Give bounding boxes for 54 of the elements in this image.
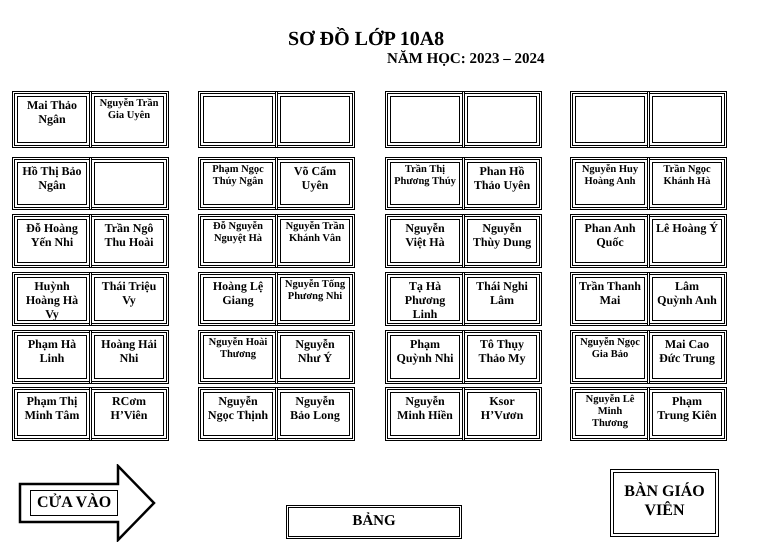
empty-seat: [464, 93, 540, 146]
subtitle: NĂM HỌC: 2023 – 2024: [387, 51, 544, 68]
student-seat: Nguyễn Tống Phương Nhi: [277, 274, 353, 324]
student-seat: Hoàng Hải Nhi: [91, 332, 167, 382]
student-seat: Nguyễn Việt Hà: [387, 216, 463, 266]
student-seat: Phạm Thị Minh Tâm: [14, 389, 90, 439]
student-seat: Nguyễn Hoài Thương: [200, 332, 276, 382]
student-seat: Mai Cao Đức Trung: [649, 332, 725, 382]
student-seat: Nguyễn Trần Gia Uyên: [91, 93, 167, 146]
student-seat: Phạm Ngọc Thúy Ngân: [200, 159, 276, 208]
student-seat: Phạm Quỳnh Nhi: [387, 332, 463, 382]
student-seat: Lê Hoàng Ý: [649, 216, 725, 266]
student-seat: Phạm Hà Linh: [14, 332, 90, 382]
student-seat: Nguyễn Trần Khánh Vân: [277, 216, 353, 266]
board: BẢNG: [286, 505, 462, 539]
teacher-desk: BÀN GIÁO VIÊN: [610, 469, 719, 537]
student-seat: Nguyễn Minh Hiền: [387, 389, 463, 439]
empty-seat: [91, 159, 167, 208]
student-seat: Lâm Quỳnh Anh: [649, 274, 725, 324]
door-arrow: [18, 464, 158, 542]
student-seat: Huỳnh Hoàng Hà Vy: [14, 274, 90, 324]
student-seat: Trần Thị Phương Thúy: [387, 159, 463, 208]
door-label: CỬA VÀO: [30, 490, 118, 516]
student-seat: Nguyễn Thùy Dung: [464, 216, 540, 266]
student-seat: Nguyễn Huy Hoàng Anh: [572, 159, 648, 208]
student-seat: RCơm H’Viên: [91, 389, 167, 439]
student-seat: Đỗ Nguyễn Nguyệt Hà: [200, 216, 276, 266]
student-seat: Phạm Trung Kiên: [649, 389, 725, 439]
student-seat: Hồ Thị Bảo Ngân: [14, 159, 90, 208]
empty-seat: [387, 93, 463, 146]
student-seat: Nguyễn Lê Minh Thương: [572, 389, 648, 439]
student-seat: Mai Thảo Ngân: [14, 93, 90, 146]
student-seat: Nguyễn Ngọc Gia Bảo: [572, 332, 648, 382]
student-seat: Thái Triệu Vy: [91, 274, 167, 324]
student-seat: Đỗ Hoàng Yến Nhi: [14, 216, 90, 266]
title: SƠ ĐỒ LỚP 10A8: [288, 28, 444, 50]
empty-seat: [200, 93, 276, 146]
student-seat: Thái Nghi Lâm: [464, 274, 540, 324]
empty-seat: [649, 93, 725, 146]
student-seat: Trần Ngô Thu Hoài: [91, 216, 167, 266]
student-seat: Nguyễn Ngọc Thịnh: [200, 389, 276, 439]
student-seat: Tạ Hà Phương Linh: [387, 274, 463, 324]
student-seat: Nguyễn Bảo Long: [277, 389, 353, 439]
empty-seat: [572, 93, 648, 146]
empty-seat: [277, 93, 353, 146]
student-seat: Trần Thanh Mai: [572, 274, 648, 324]
student-seat: Hoàng Lệ Giang: [200, 274, 276, 324]
student-seat: Nguyễn Như Ý: [277, 332, 353, 382]
student-seat: Phan Hồ Thảo Uyên: [464, 159, 540, 208]
student-seat: Võ Cẩm Uyên: [277, 159, 353, 208]
student-seat: Ksor H’Vươn: [464, 389, 540, 439]
student-seat: Phan Anh Quốc: [572, 216, 648, 266]
student-seat: Tô Thụy Thảo My: [464, 332, 540, 382]
student-seat: Trần Ngọc Khánh Hà: [649, 159, 725, 208]
